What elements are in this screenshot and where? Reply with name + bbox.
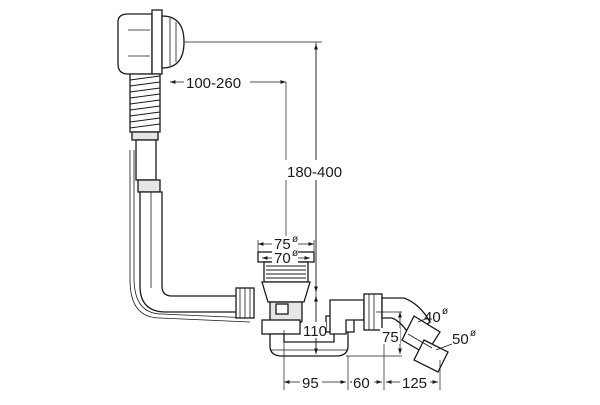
coupling-nut (235, 287, 255, 319)
overflow-head (117, 9, 185, 75)
dim-pipe-50-symbol: ø (470, 328, 476, 339)
dim-run-95: 95 (302, 375, 319, 392)
dim-outlet-outer-dia: 75 (274, 236, 291, 253)
control-cable (129, 150, 251, 323)
overflow-flex-tube (129, 73, 161, 193)
dim-pipe-50: 50 (452, 331, 469, 348)
dim-trap-height: 110 (303, 323, 327, 340)
overflow-pipe (139, 191, 239, 313)
dimension-labels: 100-260 180-400 75 ø 70 ø 110 75 40 ø 50… (184, 74, 476, 392)
dim-outlet-outer-dia-symbol: ø (292, 234, 298, 245)
dim-outlet-inner-dia-symbol: ø (292, 248, 298, 259)
dim-outlet-inner-dia: 70 (274, 250, 291, 267)
drain-outlet (257, 251, 315, 323)
dim-overflow-height: 180-400 (287, 164, 342, 181)
dim-outlet-height: 75 (382, 329, 399, 346)
dim-pipe-40: 40 (424, 309, 441, 326)
dim-overflow-offset: 100-260 (186, 75, 241, 92)
dim-pipe-40-symbol: ø (442, 306, 448, 317)
dim-run-60: 60 (353, 375, 370, 392)
dim-run-125: 125 (402, 375, 427, 392)
outlet-elbow (329, 293, 449, 373)
